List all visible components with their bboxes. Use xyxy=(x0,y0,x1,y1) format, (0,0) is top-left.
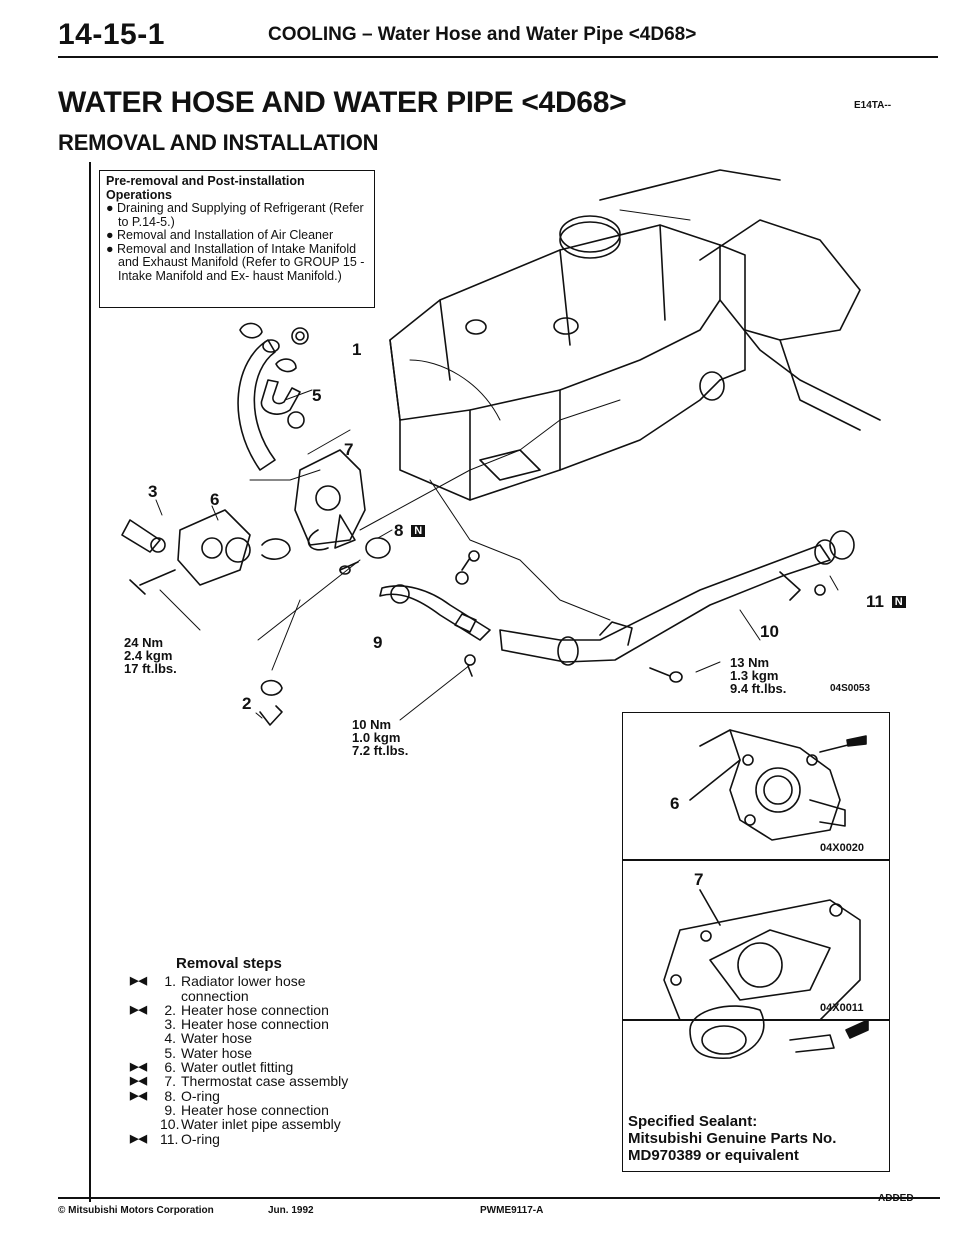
section-title: COOLING – Water Hose and Water Pipe <4D6… xyxy=(268,24,697,45)
service-point-marker: ▶◀ xyxy=(130,975,147,988)
service-point-marker: ▶◀ xyxy=(130,1003,147,1016)
callout-11: 11 N xyxy=(866,592,906,612)
service-point-marker xyxy=(130,1031,160,1045)
torque-spec-10nm: 10 Nm 1.0 kgm 7.2 ft.lbs. xyxy=(352,717,409,758)
callout-2: 2 xyxy=(242,694,252,713)
left-margin-rule xyxy=(89,162,91,1202)
radiator-lower-hose-drawing xyxy=(237,322,309,471)
step-number: 11. xyxy=(160,1130,179,1147)
step-text: O-ring xyxy=(181,1087,220,1104)
removal-step: 4. Water hose xyxy=(130,1030,348,1047)
footer-copyright: © Mitsubishi Motors Corporation xyxy=(58,1205,214,1216)
panel-divider xyxy=(623,859,889,861)
callout-8: 8 N xyxy=(394,521,426,541)
callout-3: 3 xyxy=(148,482,158,501)
step-number: 5. xyxy=(164,1044,176,1061)
step-text: Water hose xyxy=(181,1044,253,1061)
step-text: Heater hose connection xyxy=(181,1001,329,1018)
removal-step: ▶◀ 7. Thermostat case assembly xyxy=(130,1073,349,1090)
service-point-marker: ▶◀ xyxy=(130,1061,147,1074)
hose-clamp-drawing xyxy=(259,679,283,726)
service-point-marker xyxy=(130,1046,160,1060)
footer-status: ADDED xyxy=(878,1193,914,1204)
step-number: 2. xyxy=(164,1001,176,1018)
callout-7: 7 xyxy=(344,440,354,459)
step-number: 8. xyxy=(164,1087,176,1104)
header-rule xyxy=(58,56,938,58)
step-text: O-ring xyxy=(181,1130,220,1147)
n-badge: N xyxy=(891,596,906,608)
specified-sealant-note: Specified Sealant: Mitsubishi Genuine Pa… xyxy=(628,1113,837,1164)
note-bullet: ● Removal and Installation of Intake Man… xyxy=(106,241,365,283)
removal-step: 5. Water hose xyxy=(130,1044,348,1061)
removal-steps-heading: Removal steps xyxy=(176,955,282,972)
service-point-marker: ▶◀ xyxy=(130,1132,147,1145)
detail-label-6: 6 xyxy=(670,794,680,813)
detail-panel xyxy=(622,712,890,1172)
pre-removal-note-box: Pre-removal and Post-installation Operat… xyxy=(99,170,375,308)
step-number: 7. xyxy=(164,1073,176,1090)
step-number: 4. xyxy=(164,1030,176,1047)
leader-lines xyxy=(155,209,839,721)
callout-9: 9 xyxy=(373,633,383,652)
service-point-marker xyxy=(130,1117,160,1131)
water-inlet-pipe-drawing xyxy=(499,530,855,683)
callout-10: 10 xyxy=(760,622,779,641)
n-badge: N xyxy=(411,525,426,537)
water-hose-drawing xyxy=(260,358,305,429)
torque-spec-24nm: 24 Nm 2.4 kgm 17 ft.lbs. xyxy=(124,635,177,676)
figure-code-main: 04S0053 xyxy=(830,683,871,694)
thermostat-case-drawing xyxy=(294,449,366,551)
torque-spec-13nm: 13 Nm 1.3 kgm 9.4 ft.lbs. xyxy=(730,655,787,696)
removal-step: 9. Heater hose connection xyxy=(130,1101,348,1118)
step-text: Heater hose connection xyxy=(181,1101,329,1118)
panel-divider xyxy=(623,1019,889,1021)
page-subtitle: REMOVAL AND INSTALLATION xyxy=(58,130,379,155)
detail-label-7: 7 xyxy=(694,870,704,889)
service-point-marker: ▶◀ xyxy=(130,1089,147,1102)
page-title: WATER HOSE AND WATER PIPE <4D68> xyxy=(58,86,627,119)
callout-5: 5 xyxy=(312,386,322,405)
water-outlet-fitting-drawing xyxy=(121,509,291,595)
callout-1: 1 xyxy=(352,340,362,359)
service-point-marker: ▶◀ xyxy=(130,1075,147,1088)
page-number: 14-15-1 xyxy=(58,18,165,51)
removal-step: ▶◀ 8. O-ring xyxy=(130,1087,348,1104)
callout-6: 6 xyxy=(210,490,220,509)
note-bullet: ● Removal and Installation of Air Cleane… xyxy=(106,228,334,242)
note-bullet: ● Draining and Supplying of Refrigerant … xyxy=(106,201,364,229)
step-text: Water outlet fitting xyxy=(181,1059,294,1076)
step-text: Thermostat case assembly xyxy=(181,1073,349,1090)
service-point-marker xyxy=(130,1103,160,1117)
removal-step: ▶◀ 11.O-ring xyxy=(130,1130,348,1147)
step-text: Water hose xyxy=(181,1030,253,1047)
engine-head-drawing xyxy=(389,169,881,501)
reference-code: E14TA-- xyxy=(854,100,892,111)
figure-code-detail-6: 04X0020 xyxy=(820,842,865,854)
step-number: 9. xyxy=(164,1101,176,1118)
heater-hose-drawing xyxy=(379,550,491,677)
step-number: 1. xyxy=(164,973,176,990)
step-text: Water inlet pipe assembly xyxy=(181,1116,341,1133)
detail-thermostat-drawing xyxy=(663,889,869,1060)
service-point-marker xyxy=(130,1017,160,1031)
step-number: 6. xyxy=(164,1059,176,1076)
removal-step: ▶◀ 2. Heater hose connection xyxy=(130,1001,348,1018)
figure-code-detail-7: 04X0011 xyxy=(820,1002,864,1014)
footer-date: Jun. 1992 xyxy=(268,1205,314,1216)
note-heading: Pre-removal and Post-installation Operat… xyxy=(106,174,305,202)
footer-doc-id: PWME9117-A xyxy=(480,1205,544,1216)
detail-water-outlet-drawing xyxy=(689,729,867,841)
removal-step: 10.Water inlet pipe assembly xyxy=(130,1116,348,1133)
step-number: 10. xyxy=(160,1116,180,1133)
step-text: Heater hose connection xyxy=(181,1016,329,1033)
removal-step: ▶◀ 6. Water outlet fitting xyxy=(130,1059,348,1076)
step-number: 3. xyxy=(164,1016,176,1033)
removal-step: 3. Heater hose connection xyxy=(130,1016,348,1033)
footer-rule xyxy=(58,1197,940,1199)
